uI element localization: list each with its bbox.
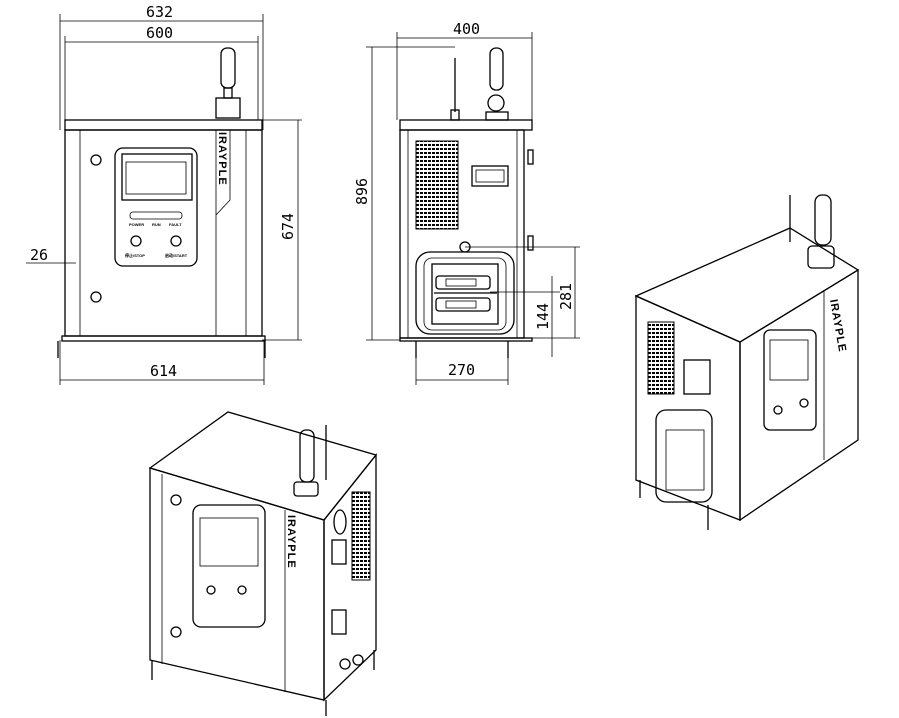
connector-port: [415, 251, 515, 335]
dim-600: 600: [64, 24, 259, 120]
brand-logo: IRAYPLE: [216, 132, 228, 186]
dim-674: 674: [262, 119, 302, 341]
isometric-view-front: IRAYPLE: [148, 411, 378, 716]
screw-icon: [90, 291, 102, 303]
stop-button: [130, 235, 142, 247]
svg-text:270: 270: [448, 361, 475, 379]
svg-text:614: 614: [150, 362, 177, 380]
svg-text:POWER: POWER: [129, 222, 144, 227]
svg-text:281: 281: [557, 283, 575, 310]
svg-text:400: 400: [453, 20, 480, 38]
dim-896: 896: [353, 46, 455, 341]
svg-text:IRAYPLE: IRAYPLE: [285, 515, 297, 569]
dim-26: 26: [26, 246, 76, 264]
joystick-handle: [489, 47, 504, 91]
svg-text:600: 600: [146, 24, 173, 42]
screw-icon: [90, 154, 102, 166]
joystick-handle: [299, 429, 315, 483]
touch-screen: [121, 153, 193, 201]
dim-270: 270: [415, 345, 509, 385]
cabinet-body: [64, 129, 263, 337]
vent-grille: [647, 321, 675, 395]
svg-text:632: 632: [146, 3, 173, 21]
dim-400: 400: [396, 20, 533, 120]
svg-text:26: 26: [30, 246, 48, 264]
dim-144: 144: [490, 276, 560, 357]
touch-screen: [199, 517, 259, 567]
side-view: 400 896 281 144 270: [353, 20, 580, 385]
joystick-handle: [215, 47, 241, 119]
connector-port: [655, 409, 713, 503]
nameplate: [471, 165, 509, 187]
control-panel: [192, 504, 266, 628]
base-plate: [61, 335, 266, 342]
svg-text:FAULT: FAULT: [169, 222, 182, 227]
joystick-handle: [814, 194, 832, 246]
vent-grille: [415, 140, 459, 230]
control-panel: POWER RUN FAULT 停止/STOP 启动/START: [114, 147, 198, 267]
svg-text:RUN: RUN: [152, 222, 161, 227]
svg-text:启动/START: 启动/START: [165, 252, 188, 258]
control-panel: [763, 329, 817, 431]
svg-text:144: 144: [534, 303, 552, 330]
vent-grille: [351, 491, 371, 581]
dim-632: 632: [59, 3, 264, 130]
top-cover: [64, 119, 263, 131]
dim-614: 614: [59, 340, 265, 385]
front-view: 632 600 674 26 614: [26, 3, 302, 385]
svg-text:IRAYPLE: IRAYPLE: [827, 298, 848, 353]
isometric-view-rear: IRAYPLE: [634, 194, 860, 530]
svg-text:674: 674: [279, 213, 297, 240]
svg-text:停止/STOP: 停止/STOP: [125, 252, 145, 258]
nameplate: [683, 359, 711, 395]
start-button: [170, 235, 182, 247]
indicator-bar: [129, 211, 183, 220]
svg-text:896: 896: [353, 178, 371, 205]
